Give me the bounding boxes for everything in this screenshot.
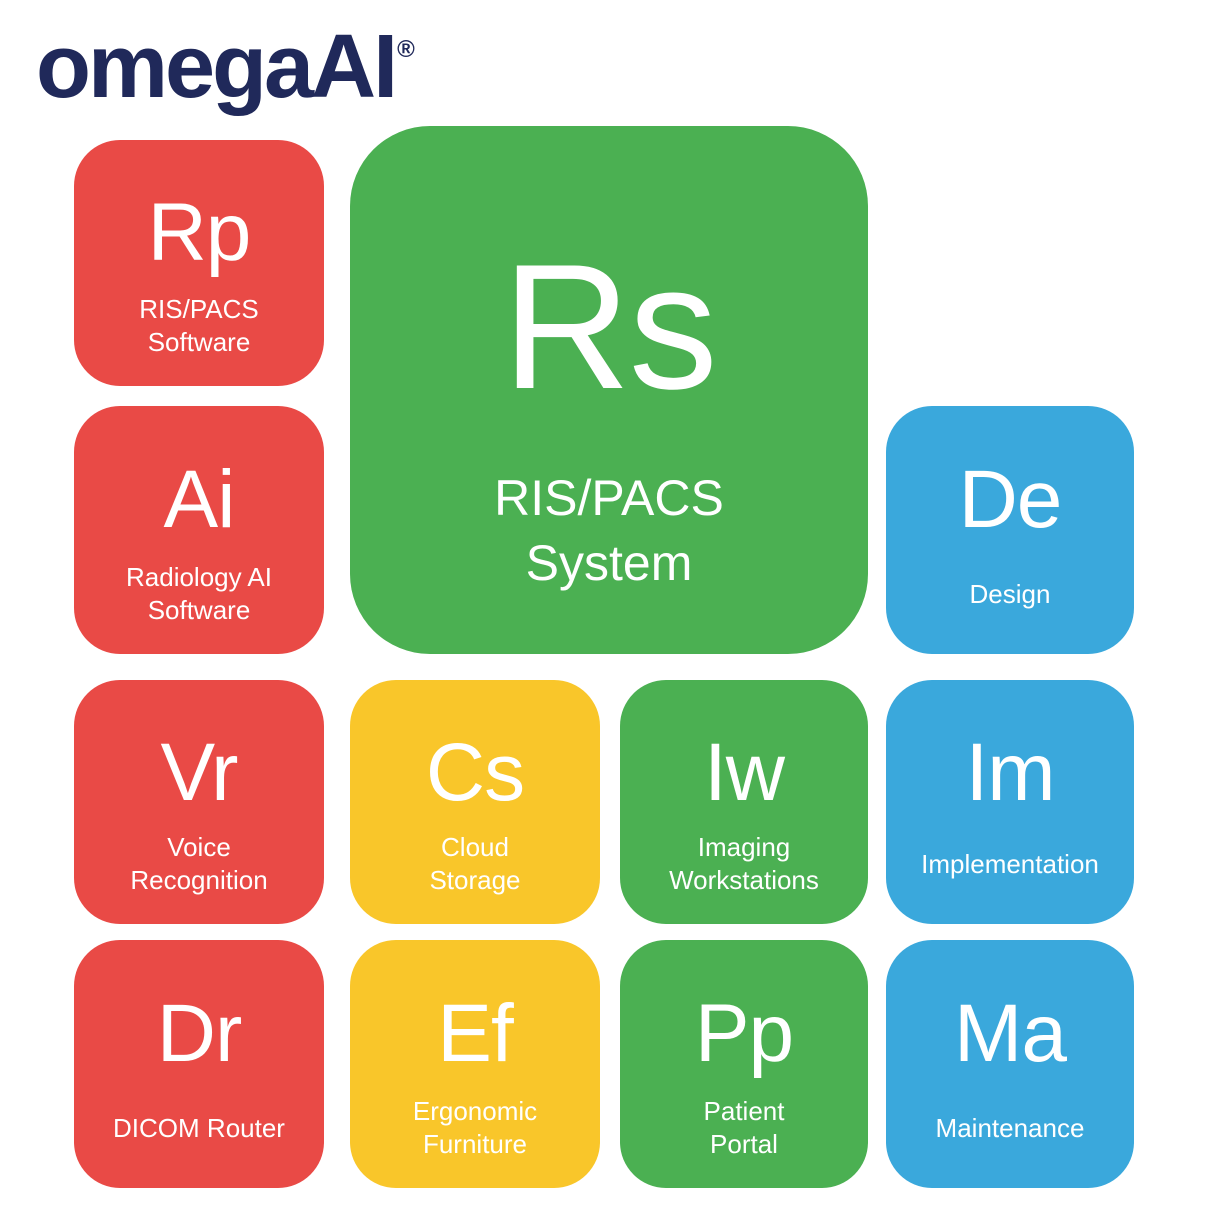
tile-label: Implementation: [921, 848, 1099, 879]
tile-ef-ergonomic-furniture: Ef Ergonomic Furniture: [350, 940, 600, 1188]
tile-symbol: Ef: [437, 988, 513, 1080]
tile-symbol: Rs: [502, 227, 718, 427]
tile-symbol: Ai: [163, 454, 236, 546]
tile-label: RIS/PACS Software: [139, 294, 259, 357]
tile-label: Design: [969, 578, 1051, 609]
brand-name: omegaAI: [36, 17, 398, 117]
tile-symbol: De: [958, 454, 1063, 546]
tile-label: DICOM Router: [113, 1112, 285, 1143]
tile-symbol: Rp: [147, 187, 252, 279]
registered-trademark-mark: ®: [397, 36, 415, 63]
tile-label: Cloud Storage: [429, 832, 521, 895]
tile-symbol: Cs: [425, 726, 525, 818]
tile-pp-patient-portal: Pp Patient Portal: [620, 940, 868, 1188]
tile-label: Imaging Workstations: [669, 832, 819, 895]
tile-label: Maintenance: [935, 1112, 1085, 1143]
tile-label: RIS/PACS System: [494, 470, 724, 591]
tile-cs-cloud-storage: Cs Cloud Storage: [350, 680, 600, 924]
tile-symbol: Dr: [156, 988, 243, 1080]
brand-logo: omegaAI ®: [36, 22, 415, 112]
tile-rp-ris-pacs-software: Rp RIS/PACS Software: [74, 140, 324, 386]
tile-label: Voice Recognition: [130, 832, 268, 895]
tile-label: Ergonomic Furniture: [412, 1096, 538, 1159]
tile-im-implementation: Im Implementation: [886, 680, 1134, 924]
tile-label: Patient Portal: [703, 1096, 785, 1159]
tile-symbol: Im: [965, 726, 1055, 818]
tile-label: Radiology AI Software: [126, 562, 272, 625]
tile-iw-imaging-workstations: Iw Imaging Workstations: [620, 680, 868, 924]
tile-symbol: Vr: [160, 726, 239, 818]
tile-symbol: Pp: [694, 988, 794, 1080]
tile-dr-dicom-router: Dr DICOM Router: [74, 940, 324, 1188]
tile-vr-voice-recognition: Vr Voice Recognition: [74, 680, 324, 924]
tile-symbol: Ma: [954, 988, 1067, 1080]
tile-rs-ris-pacs-system: Rs RIS/PACS System: [350, 126, 868, 654]
tile-ai-radiology-ai-software: Ai Radiology AI Software: [74, 406, 324, 654]
tile-de-design: De Design: [886, 406, 1134, 654]
tile-symbol: Iw: [704, 726, 785, 818]
tile-ma-maintenance: Ma Maintenance: [886, 940, 1134, 1188]
